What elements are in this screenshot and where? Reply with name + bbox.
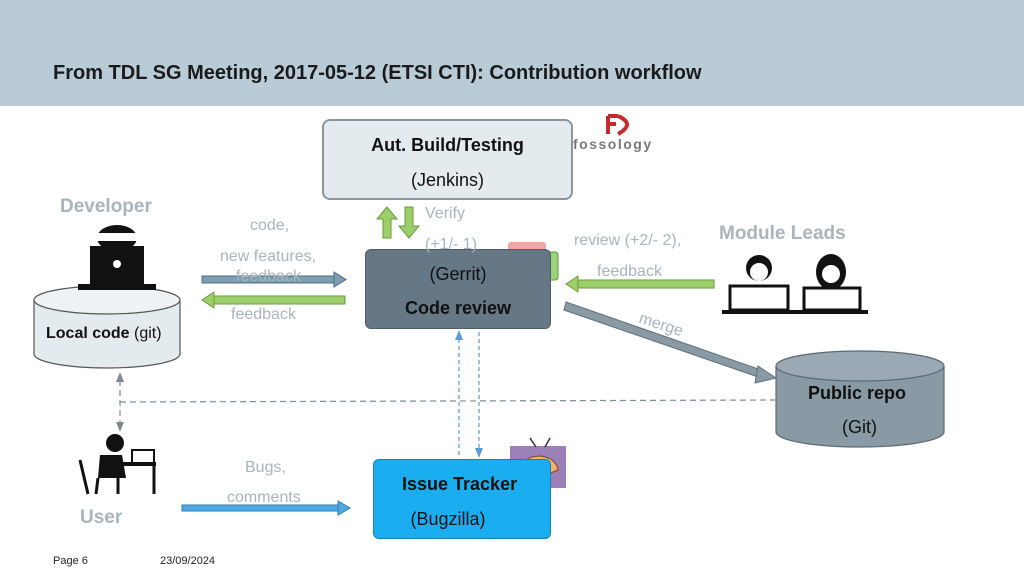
issue-tracker-title: Issue Tracker <box>402 474 518 494</box>
header-bar: From TDL SG Meeting, 2017-05-12 (ETSI CT… <box>0 0 1024 106</box>
footer-page: Page 6 <box>53 555 88 567</box>
dev-feedback-label: feedback <box>231 306 296 323</box>
local-code-rest: (git) <box>129 325 162 342</box>
review-plus1-label: (+1/- 1) <box>425 236 478 253</box>
code-review-title: Code review <box>404 298 512 318</box>
build-testing-box[interactable]: Aut. Build/Testing (Jenkins) <box>322 119 573 200</box>
fossology-logo-text: fossology <box>573 136 653 152</box>
footer-date: 23/09/2024 <box>160 555 216 567</box>
review-to-dev-arrow <box>201 291 346 309</box>
local-code-bold: Local code <box>46 325 130 342</box>
public-repo-subtitle: (Git) <box>842 417 877 437</box>
dev-to-review-arrow <box>201 271 347 288</box>
fossology-logo: fossology <box>573 114 653 152</box>
verify-label: Verify <box>425 205 466 222</box>
issue-tracker-box[interactable]: Issue Tracker (Bugzilla) <box>373 459 551 539</box>
developer-label: Developer <box>60 196 152 217</box>
verify-arrows <box>375 206 421 239</box>
module-lead-male-icon <box>722 255 796 314</box>
user-desk-icon <box>78 434 156 495</box>
module-leads-label: Module Leads <box>719 223 846 244</box>
developer-laptop-icon <box>78 225 156 290</box>
user-label: User <box>80 507 123 528</box>
issue-tracker-subtitle: (Bugzilla) <box>410 509 486 529</box>
build-testing-subtitle: (Jenkins) <box>410 170 485 190</box>
build-testing-title: Aut. Build/Testing <box>371 135 524 155</box>
page-title: From TDL SG Meeting, 2017-05-12 (ETSI CT… <box>53 62 702 84</box>
merge-arrow <box>563 301 778 384</box>
leads-to-review-arrow <box>565 275 715 293</box>
code-review-subtitle: (Gerrit) <box>429 264 487 284</box>
public-repo-title: Public repo <box>808 383 907 403</box>
public-repo-cylinder <box>775 350 945 448</box>
user-arrow-label-bugs: Bugs, <box>245 459 286 476</box>
leads-feedback-label: feedback <box>597 263 662 280</box>
review-plus2-label: review (+2/- 2), <box>574 232 682 249</box>
local-code-label: Local code (git) <box>46 325 162 343</box>
review-tracker-dashed-link <box>455 330 483 458</box>
module-lead-female-icon <box>796 254 868 314</box>
dev-arrow-label-feedback: feedback <box>236 268 301 285</box>
user-arrow-label-comments: comments <box>227 489 301 506</box>
code-review-box[interactable]: (Gerrit) Code review <box>365 249 551 329</box>
user-dashed-links <box>116 372 776 432</box>
dev-arrow-label-features: new features, <box>220 248 317 265</box>
user-to-tracker-arrow <box>181 500 351 516</box>
dev-arrow-label-code: code, <box>250 217 290 234</box>
